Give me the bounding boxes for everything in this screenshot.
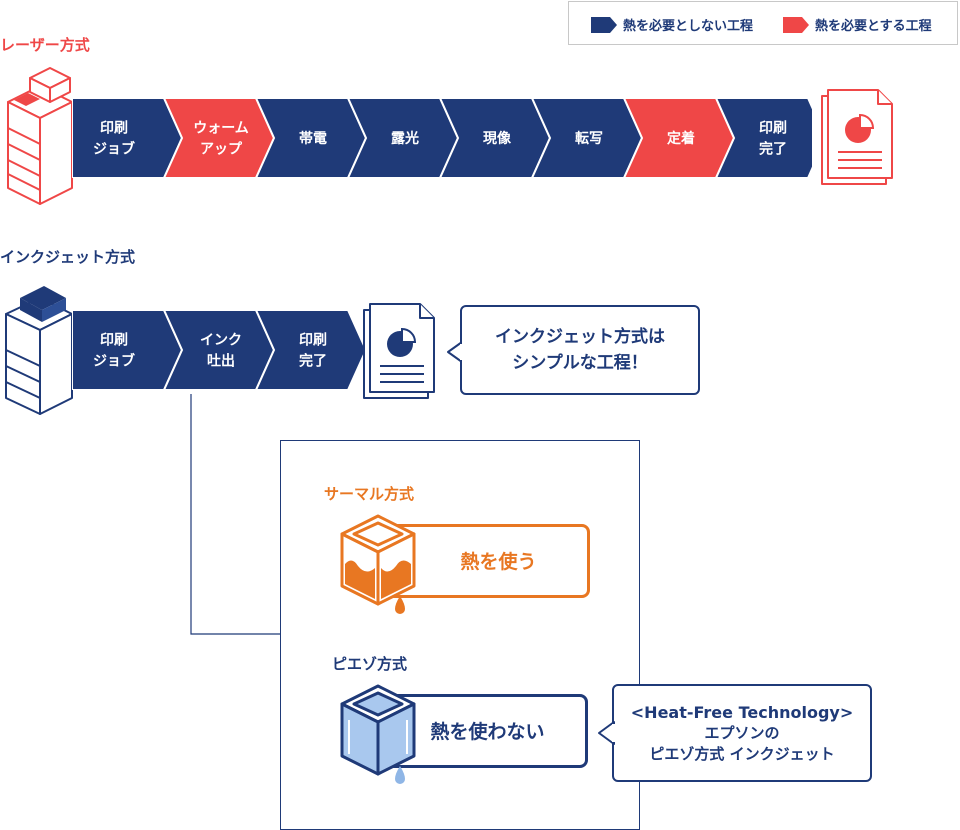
- blue-arrow-icon: [591, 16, 617, 33]
- laser-step-3-label: 帯電: [299, 130, 327, 147]
- inkjet-document-icon: [363, 303, 435, 399]
- laser-document-icon: [821, 89, 893, 185]
- laser-step-6-label: 転写: [575, 130, 603, 147]
- piezo-label: 熱を使わない: [430, 721, 545, 743]
- piezo-ink-chamber-icon: [340, 684, 416, 784]
- legend-no-heat-label: 熱を必要としない工程: [623, 19, 754, 34]
- epson-callout-tail: [598, 721, 616, 745]
- inkjet-step-2-label: 吐出: [207, 353, 235, 370]
- thermal-ink-chamber-icon: [340, 514, 416, 614]
- laser-step-7-label: 定着: [667, 130, 695, 147]
- piezo-title: ピエゾ方式: [332, 655, 408, 673]
- inkjet-step-1-label: 印刷: [100, 332, 128, 349]
- epson-callout: <Heat-Free Technology> エプソンの ピエゾ方式 インクジェ…: [612, 684, 872, 782]
- laser-step-4-label: 露光: [391, 130, 419, 147]
- legend-heat-label: 熱を必要とする工程: [815, 19, 932, 34]
- red-arrow-icon: [783, 16, 809, 33]
- inkjet-callout-line2: シンプルな工程！: [512, 353, 648, 373]
- inkjet-step-3-label: 完了: [299, 353, 327, 370]
- laser-step-5-label: 現像: [483, 130, 512, 147]
- laser-step-2: [162, 98, 276, 178]
- legend-item-heat: 熱を必要とする工程: [783, 15, 932, 34]
- inkjet-step-2: [162, 310, 276, 390]
- epson-callout-line3: ピエゾ方式 インクジェット: [649, 745, 835, 763]
- connector-line: [190, 394, 281, 635]
- laser-step-2-label: アップ: [200, 142, 243, 158]
- epson-callout-line2: エプソンの: [704, 724, 780, 742]
- epson-callout-line1: <Heat-Free Technology>: [630, 703, 854, 722]
- laser-step-1-label: ジョブ: [93, 141, 135, 158]
- inkjet-step-3: [254, 310, 368, 390]
- thermal-label: 熱を使う: [460, 551, 537, 573]
- laser-step-1-label: 印刷: [100, 120, 128, 137]
- laser-step-6: [530, 98, 644, 178]
- inkjet-printer-icon: [5, 286, 73, 415]
- laser-step-8: [714, 98, 812, 178]
- laser-step-5: [438, 98, 552, 178]
- inkjet-step-2-label: インク: [200, 333, 242, 349]
- laser-step-3: [254, 98, 368, 178]
- laser-step-7: [622, 98, 736, 178]
- inkjet-step-1-label: ジョブ: [93, 353, 135, 370]
- laser-step-8-label: 印刷: [759, 120, 787, 137]
- inkjet-step-3-label: 印刷: [299, 332, 327, 349]
- inkjet-step-1: [72, 310, 184, 390]
- callout-tail-mask: [460, 344, 464, 360]
- laser-step-4: [346, 98, 460, 178]
- legend: 熱を必要としない工程 熱を必要とする工程: [568, 1, 958, 45]
- laser-step-8-label: 完了: [759, 141, 787, 158]
- inkjet-callout: インクジェット方式は シンプルな工程！: [460, 305, 700, 395]
- laser-step-2-label: ウォーム: [193, 121, 249, 137]
- thermal-title: サーマル方式: [324, 485, 415, 503]
- laser-step-1: [72, 98, 184, 178]
- inkjet-callout-line1: インクジェット方式は: [495, 327, 665, 347]
- legend-item-no-heat: 熱を必要としない工程: [591, 15, 753, 34]
- laser-printer-icon: [7, 67, 73, 205]
- inkjet-title: インクジェット方式: [0, 248, 136, 266]
- laser-title: レーザー方式: [0, 36, 90, 54]
